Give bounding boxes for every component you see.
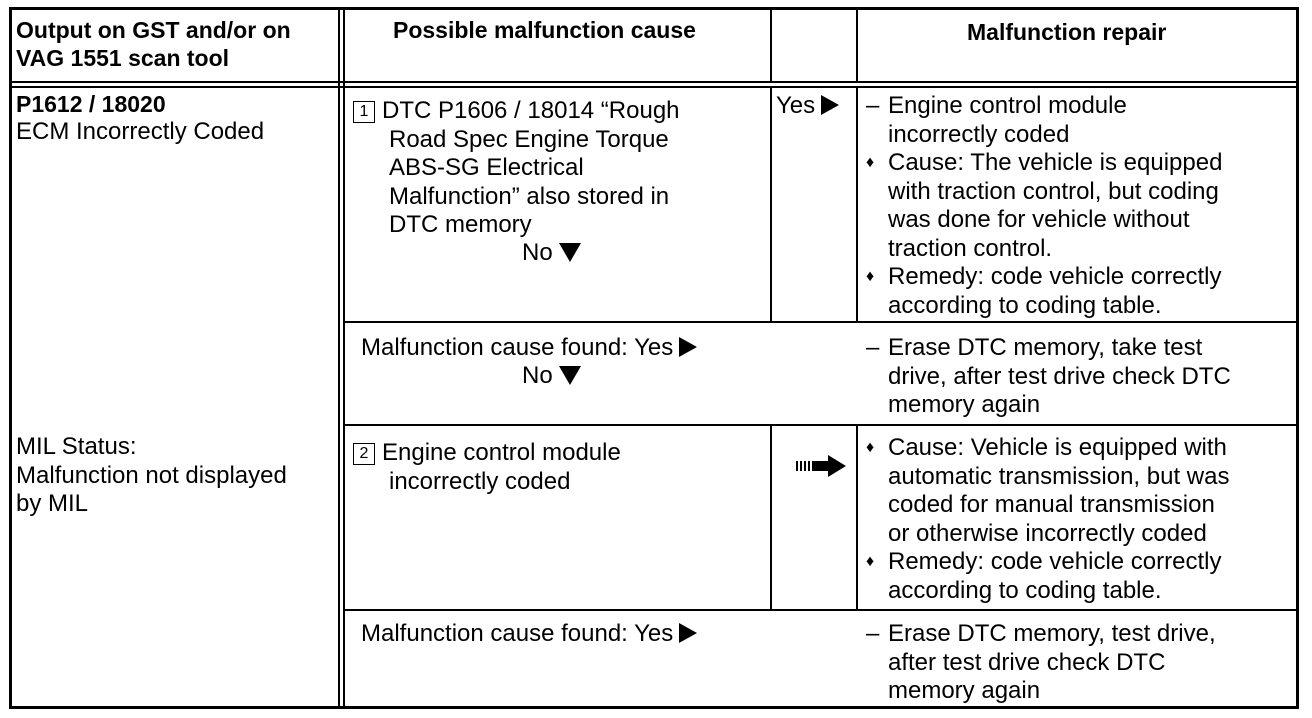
- step1-repair-intro2: incorrectly coded: [888, 120, 1070, 148]
- header-output-line2: VAG 1551 scan tool: [16, 45, 230, 71]
- found1-no-label: No: [522, 362, 553, 389]
- found1-question: Malfunction cause found: Yes: [361, 334, 698, 363]
- step1-repair: – Engine control module incorrectly code…: [866, 92, 1222, 320]
- dash-marker: –: [866, 620, 880, 647]
- step2-number-box: 2: [353, 443, 375, 465]
- header-divider: [9, 81, 1299, 83]
- step2-cause: 2 Engine control module incorrectly coded: [353, 439, 621, 496]
- diamond-bullet-icon: ♦: [866, 268, 875, 285]
- step1-cause-line3: was done for vehicle without: [888, 206, 1190, 233]
- fat-arrow-icon: [796, 455, 848, 482]
- step1-line4: Malfunction” also stored in: [389, 182, 670, 210]
- step1-cause: 1 DTC P1606 / 18014 “Rough Road Spec Engi…: [353, 97, 680, 240]
- col3-divider-step2: [856, 425, 858, 610]
- table-border-left: [9, 7, 12, 709]
- right-arrow-icon: [679, 337, 698, 357]
- col1-divider-2: [343, 7, 345, 709]
- header-divider-2: [9, 86, 1299, 88]
- header-cause-column: Possible malfunction cause: [393, 17, 696, 43]
- step2-remedy-line2: according to coding table.: [888, 576, 1162, 604]
- step1-yes: Yes: [776, 92, 840, 121]
- step1-line1: DTC P1606 / 18014 “Rough: [382, 97, 680, 124]
- found2-question: Malfunction cause found: Yes: [361, 620, 698, 649]
- step1-line5: DTC memory: [389, 211, 532, 238]
- fault-description: ECM Incorrectly Coded: [16, 118, 265, 145]
- found2-repair: – Erase DTC memory, test drive, after te…: [866, 620, 1216, 706]
- mil-status: MIL Status: Malfunction not displayed by…: [16, 433, 287, 519]
- col2-divider-header: [770, 7, 772, 83]
- row-divider-3: [343, 609, 1299, 611]
- found1-repair: – Erase DTC memory, take test drive, aft…: [866, 334, 1231, 420]
- diamond-bullet-icon: ♦: [866, 439, 875, 456]
- dash-marker: –: [866, 92, 880, 119]
- header-repair-column: Malfunction repair: [967, 19, 1167, 45]
- col2-divider-step2: [770, 425, 772, 610]
- found2-repair-line1: Erase DTC memory, test drive,: [888, 620, 1216, 647]
- step1-cause-line2: with traction control, but coding: [888, 177, 1219, 205]
- diamond-bullet-icon: ♦: [866, 553, 875, 570]
- found1-repair-line1: Erase DTC memory, take test: [888, 334, 1203, 361]
- step1-no: No: [522, 239, 581, 268]
- down-arrow-icon: [558, 366, 581, 385]
- header-output-column: Output on GST and/or on VAG 1551 scan to…: [16, 16, 291, 72]
- step1-repair-intro1: Engine control module: [888, 92, 1127, 119]
- found2-repair-line3: memory again: [888, 677, 1041, 704]
- found2-label: Malfunction cause found: Yes: [361, 620, 674, 647]
- found2-repair-line2: after test drive check DTC: [888, 648, 1166, 676]
- col3-divider-step1: [856, 88, 858, 322]
- step1-line2: Road Spec Engine Torque: [389, 125, 669, 153]
- step2-cause-line3: coded for manual transmission: [888, 491, 1215, 518]
- table-border-right: [1296, 7, 1299, 709]
- right-arrow-icon: [821, 95, 840, 115]
- fault-code: P1612 / 18020: [16, 91, 166, 117]
- right-arrow-icon: [679, 623, 698, 643]
- step1-remedy-line2: according to coding table.: [888, 291, 1162, 319]
- row-divider-2: [343, 424, 1299, 426]
- step1-yes-label: Yes: [776, 92, 816, 119]
- header-output-line1: Output on GST and/or on: [16, 17, 291, 43]
- step2-line2: incorrectly coded: [389, 467, 571, 495]
- row-divider-1: [343, 321, 1299, 323]
- col2-divider-step1: [770, 88, 772, 322]
- table-border-bottom: [9, 706, 1299, 709]
- col3-divider-header: [856, 7, 858, 83]
- step2-repair: ♦ Cause: Vehicle is equipped with automa…: [866, 434, 1229, 605]
- down-arrow-icon: [558, 243, 581, 262]
- step1-cause-line1: Cause: The vehicle is equipped: [888, 149, 1223, 176]
- mil-status-line2: Malfunction not displayed: [16, 461, 287, 489]
- mil-status-line3: by MIL: [16, 490, 89, 517]
- step2-cause-line4: or otherwise incorrectly coded: [888, 519, 1207, 547]
- step2-cause-line1: Cause: Vehicle is equipped with: [888, 434, 1227, 461]
- found1-repair-line3: memory again: [888, 391, 1041, 418]
- found1-no: No: [522, 362, 581, 391]
- found1-repair-line2: drive, after test drive check DTC: [888, 362, 1231, 390]
- mil-status-line1: MIL Status:: [16, 433, 137, 460]
- found1-label: Malfunction cause found: Yes: [361, 334, 674, 361]
- step1-no-label: No: [522, 239, 553, 266]
- step2-cause-line2: automatic transmission, but was: [888, 462, 1230, 490]
- dash-marker: –: [866, 334, 880, 361]
- step1-cause-line4: traction control.: [888, 234, 1053, 262]
- table-border-top: [9, 7, 1299, 10]
- diamond-bullet-icon: ♦: [866, 154, 875, 171]
- step2-line1: Engine control module: [382, 439, 621, 466]
- col1-divider: [338, 7, 340, 709]
- step1-line3: ABS-SG Electrical: [389, 154, 584, 181]
- step1-remedy-line1: Remedy: code vehicle correctly: [888, 263, 1222, 290]
- step2-remedy-line1: Remedy: code vehicle correctly: [888, 548, 1222, 575]
- step1-number-box: 1: [353, 101, 375, 123]
